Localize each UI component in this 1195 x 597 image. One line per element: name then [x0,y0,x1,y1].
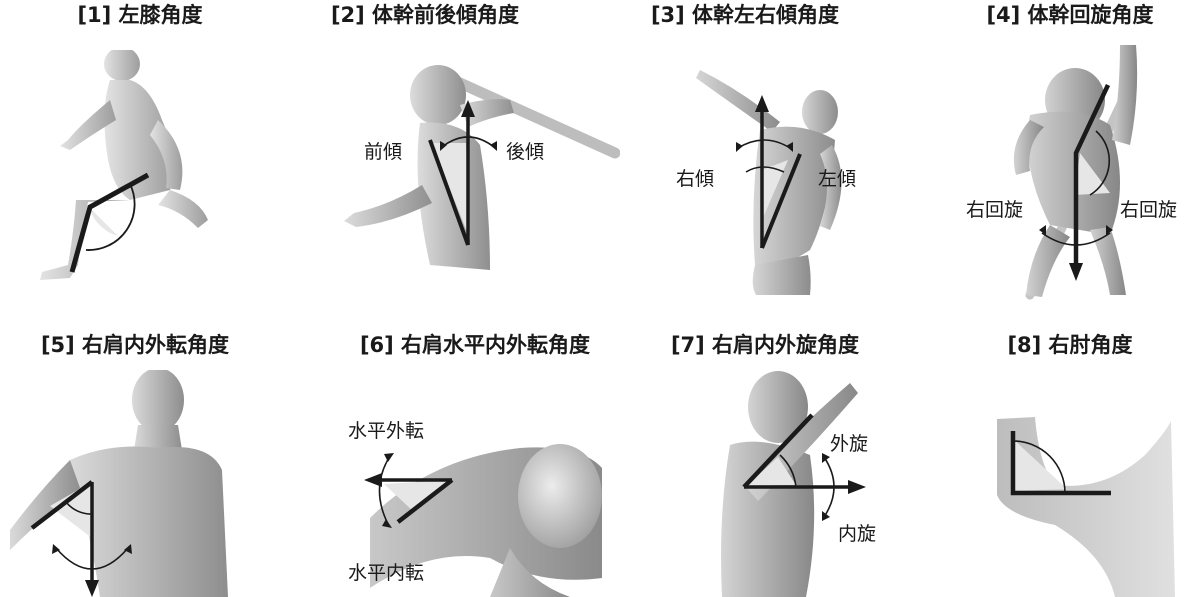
label-horizontal-adduction: 水平内転 [348,558,424,585]
label-left-tilt: 左傾 [818,164,856,191]
label-backward-tilt: 後傾 [506,137,544,164]
direction-arrow-icon [85,580,99,597]
mannequin-figure-elbow [995,415,1175,597]
mannequin-figure-rotation [960,45,1195,310]
direction-arrow-icon [755,95,769,112]
panel-6-horizontal-abduction: 水平外転 水平内転 [340,408,615,597]
label-right-rotation-b: 右回旋 [1120,195,1177,222]
panel-8-title: [8] 右肘角度 [990,330,1150,360]
panel-2-title: [2] 体幹前後傾角度 [310,0,540,30]
label-right-tilt: 右傾 [676,164,714,191]
label-forward-tilt: 前傾 [364,137,402,164]
panel-8-right-elbow [995,415,1175,597]
panel-2-trunk-sagittal: 前傾 後傾 [330,45,620,290]
mannequin-figure-runner [30,50,240,290]
panel-4-trunk-rotation: 右回旋 右回旋 [960,45,1195,310]
label-external-rotation: 外旋 [830,429,868,456]
label-internal-rotation: 内旋 [838,519,876,546]
panel-6-title: [6] 右肩水平内外転角度 [340,330,610,360]
panel-5-shoulder-abduction [10,370,235,597]
mannequin-figure-thrower [330,45,620,290]
panel-1-title: [1] 左膝角度 [40,0,240,30]
direction-arrow-icon [1069,263,1083,281]
panel-5-title: [5] 右肩内外転角度 [15,330,255,360]
label-horizontal-abduction: 水平外転 [348,416,424,443]
panel-4-title: [4] 体幹回旋角度 [965,0,1175,30]
direction-arrow-icon [848,480,866,494]
panel-1-left-knee [30,50,240,290]
panel-3-trunk-lateral: 右傾 左傾 [660,50,880,295]
panel-7-shoulder-rotation: 外旋 内旋 [700,365,900,597]
mannequin-figure-torso-front [10,370,235,597]
mannequin-figure-side-arm [700,365,900,597]
label-right-rotation-a: 右回旋 [966,195,1023,222]
panel-7-title: [7] 右肩内外旋角度 [640,330,890,360]
panel-3-title: [3] 体幹左右傾角度 [630,0,860,30]
